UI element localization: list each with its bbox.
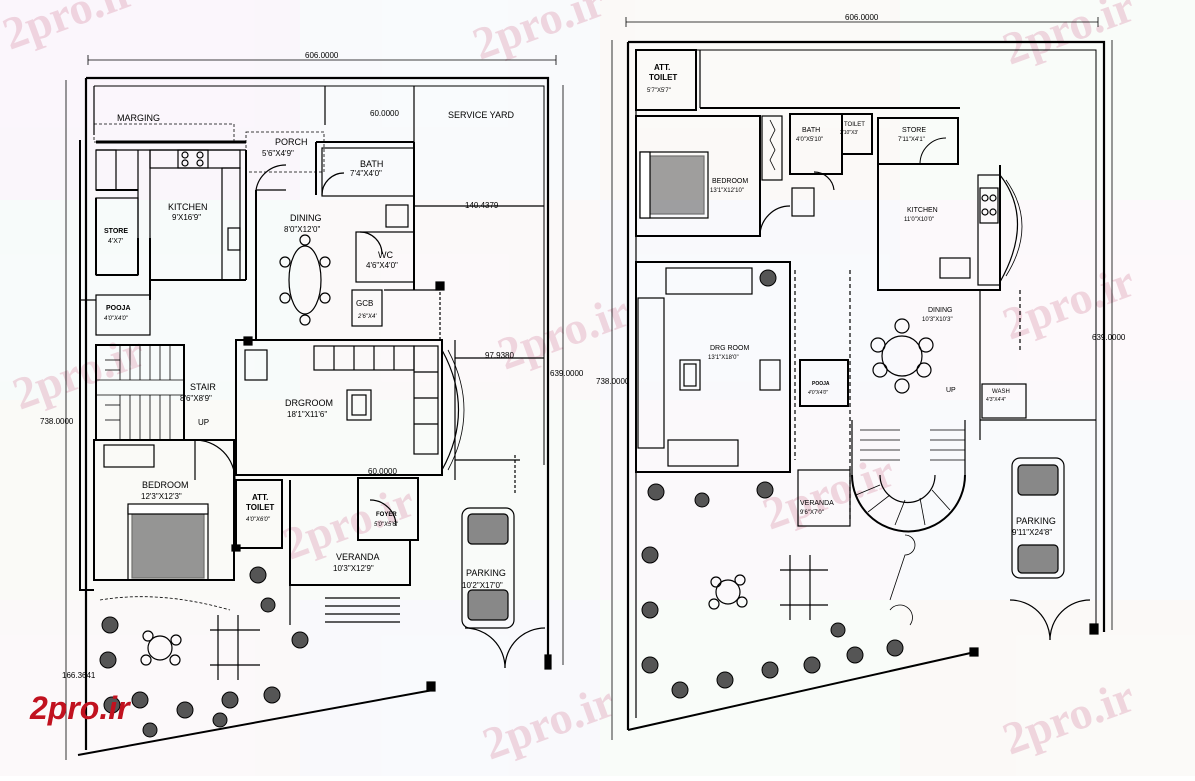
porch-label: PORCH <box>275 137 308 147</box>
parking-size: 9'11"X24'8" <box>1012 528 1052 537</box>
wc-size: 4'6"X4'0" <box>366 261 398 270</box>
att-label: ATT. <box>252 493 268 502</box>
left-floor-plan <box>65 55 564 760</box>
kitchen-label: KITCHEN <box>168 202 208 212</box>
dimension-right: 639.0000 <box>1092 333 1126 342</box>
veranda-label: VERANDA <box>800 500 834 507</box>
kitchen-size: 11'0"X10'0" <box>904 217 934 223</box>
veranda-size: 9'6"X7'0" <box>800 510 824 516</box>
store-size: 7'11"X4'1" <box>898 137 925 143</box>
marging-label: MARGING <box>117 113 160 123</box>
pooja-label: POOJA <box>812 381 830 387</box>
stair-up-label: UP <box>198 418 209 427</box>
pooja-label: POOJA <box>106 305 131 312</box>
veranda-size: 10'3"X12'9" <box>333 564 374 573</box>
toilet-label: TOILET <box>649 73 677 82</box>
porch-size: 5'6"X4'9" <box>262 149 294 158</box>
toilet-size: 5'7"X5'7" <box>647 88 671 94</box>
drgroom-size: 13'1"X18'0" <box>708 355 739 361</box>
bath-label: BATH <box>802 127 820 134</box>
wash-size: 4'3"X4'4" <box>986 397 1006 403</box>
parking-label: PARKING <box>1016 516 1056 526</box>
bedroom-size: 13'1"X12'10" <box>710 188 744 194</box>
foyer-size: 5'0"X5'6" <box>374 522 399 528</box>
dimension-low: 60.0000 <box>368 467 397 476</box>
dining-label: DINING <box>928 307 953 314</box>
right-floor-plan <box>611 17 1113 740</box>
dimension-service: 60.0000 <box>370 109 399 118</box>
stair-size: 8'6"X8'9" <box>180 394 212 403</box>
dining-label: DINING <box>290 213 322 223</box>
gcb-label: GCB <box>356 299 373 308</box>
pooja-size: 4'0"X4'0" <box>104 316 129 322</box>
pooja-size: 4'0"X4'0" <box>808 390 828 396</box>
bedroom-label: BEDROOM <box>142 480 189 490</box>
foyer-label: FOYER <box>376 512 397 518</box>
dimension-right: 639.0000 <box>550 369 584 378</box>
wc-label: WC <box>378 250 393 260</box>
parking-label: PARKING <box>466 568 506 578</box>
att-label: ATT. <box>654 63 670 72</box>
dimension-mid: 97.9380 <box>485 351 514 360</box>
kitchen-size: 9'X16'9" <box>172 213 201 222</box>
wash-label: WASH <box>992 389 1010 395</box>
service-yard-label: SERVICE YARD <box>448 110 515 120</box>
store-size: 4'X7' <box>108 238 123 245</box>
bedroom-label: BEDROOM <box>712 178 748 185</box>
store-label: STORE <box>902 127 926 134</box>
dimension-top: 606.0000 <box>845 13 879 22</box>
veranda-label: VERANDA <box>336 552 380 562</box>
dimension-left: 738.0000 <box>596 377 630 386</box>
dimension-bottom: 166.3641 <box>62 671 96 680</box>
stair-label: STAIR <box>190 382 216 392</box>
parking-size: 10'2"X17'0" <box>462 581 503 590</box>
dining-size: 8'0"X12'0" <box>284 225 320 234</box>
dining-size: 10'3"X10'3" <box>922 317 953 323</box>
toilet2-label: TOILET <box>844 122 865 128</box>
drgroom-size: 18'1"X11'6" <box>287 410 327 419</box>
dimension-inner: 140.4379 <box>465 201 499 210</box>
toilet-size: 4'0"X6'0" <box>246 517 271 523</box>
right-plan-labels: 606.0000 738.0000 639.0000 ATT. TOILET 5… <box>596 13 1126 537</box>
kitchen-label: KITCHEN <box>907 207 938 214</box>
bath-label: BATH <box>360 159 383 169</box>
bedroom-size: 12'3"X12'3" <box>141 492 182 501</box>
stair-up-label: UP <box>946 387 956 394</box>
gcb-size: 2'6"X4' <box>357 314 377 320</box>
bath-size: 4'0"X5'10" <box>796 137 823 143</box>
bath-size: 7'4"X4'0" <box>350 169 382 178</box>
drgroom-label: DRG ROOM <box>710 345 749 352</box>
store-label: STORE <box>104 228 128 235</box>
toilet2-size: 2'10"X3' <box>840 130 858 136</box>
toilet-label: TOILET <box>246 503 274 512</box>
dimension-top: 606.0000 <box>305 51 339 60</box>
dimension-left: 738.0000 <box>40 417 74 426</box>
drgroom-label: DRGROOM <box>285 398 333 408</box>
site-logo: 2pro.ir <box>30 690 130 726</box>
left-plan-labels: 606.0000 738.0000 639.0000 60.0000 140.4… <box>40 51 584 680</box>
